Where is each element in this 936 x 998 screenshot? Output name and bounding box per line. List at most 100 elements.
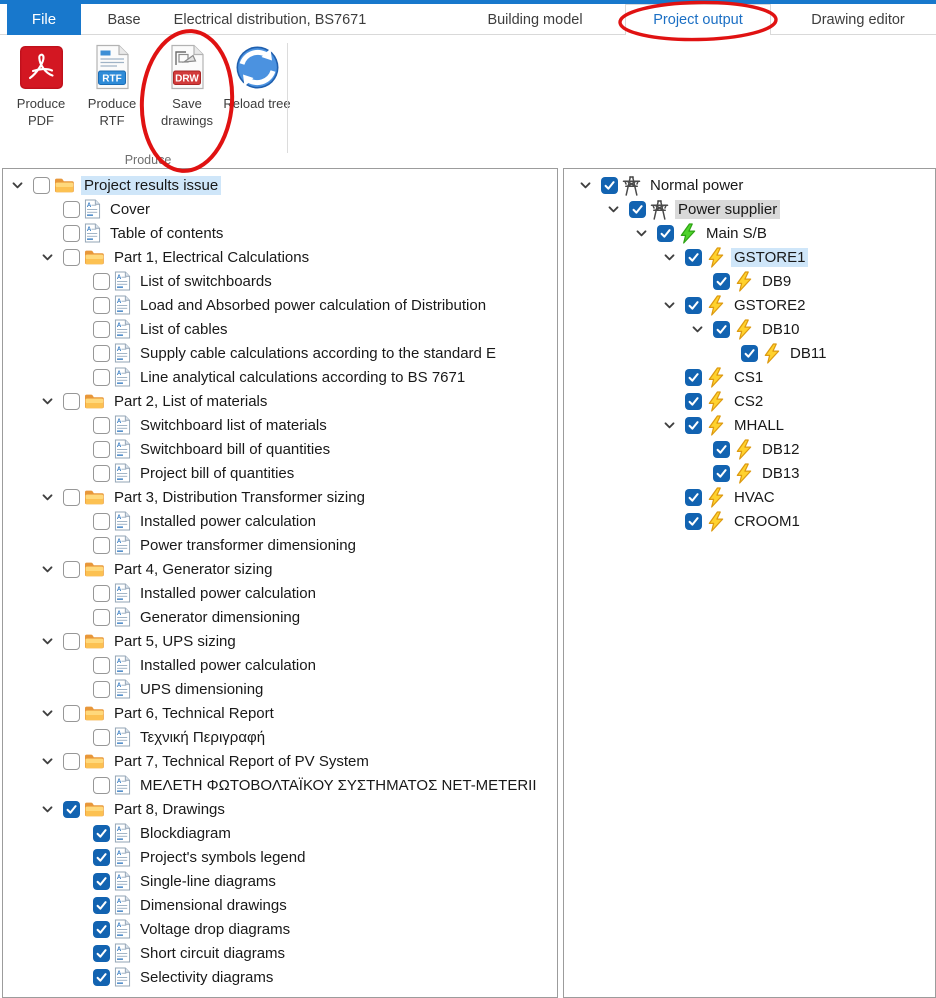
chevron-down-icon[interactable] [41, 635, 63, 648]
tree-item-label[interactable]: GSTORE2 [734, 296, 806, 314]
tree-item-label[interactable]: Power transformer dimensioning [140, 536, 356, 554]
tree-item-label[interactable]: Supply cable calculations according to t… [140, 344, 497, 362]
tree-item[interactable]: DB11 [564, 341, 935, 365]
tree-item[interactable]: Part 5, UPS sizing [3, 629, 557, 653]
reload-tree-button[interactable]: Reload tree [219, 41, 295, 113]
tree-item-label[interactable]: Installed power calculation [140, 512, 316, 530]
item-checkbox[interactable] [63, 200, 80, 218]
tree-item[interactable]: CS1 [564, 365, 935, 389]
tree-item-label[interactable]: ΜΕΛΕΤΗ ΦΩΤΟΒΟΛΤΑΪΚΟΥ ΣΥΣΤΗΜΑΤΟΣ NET-METE… [140, 776, 537, 794]
item-checkbox[interactable] [93, 296, 110, 314]
tree-item[interactable]: Project results issue [3, 173, 557, 197]
tab-file[interactable]: File [7, 4, 81, 35]
item-checkbox[interactable] [63, 224, 80, 242]
item-checkbox[interactable] [93, 728, 110, 746]
tree-item-label[interactable]: Cover [110, 200, 151, 218]
save-drawings-button[interactable]: DRW Save drawings [149, 41, 225, 130]
item-checkbox[interactable] [93, 272, 110, 290]
item-checkbox[interactable] [685, 488, 702, 506]
tree-item-label[interactable]: Selectivity diagrams [140, 968, 274, 986]
item-checkbox[interactable] [93, 680, 110, 698]
item-checkbox[interactable] [657, 224, 674, 242]
tree-item[interactable]: CROOM1 [564, 509, 935, 533]
item-checkbox[interactable] [685, 392, 702, 410]
tree-item[interactable]: DB9 [564, 269, 935, 293]
tree-item-label[interactable]: Τεχνική Περιγραφή [140, 728, 266, 746]
tree-item[interactable]: Part 3, Distribution Transformer sizing [3, 485, 557, 509]
tree-item[interactable]: Part 6, Technical Report [3, 701, 557, 725]
tree-item-label[interactable]: Generator dimensioning [140, 608, 301, 626]
tree-item-label[interactable]: Power supplier [675, 199, 781, 219]
tree-item-label[interactable]: DB9 [762, 272, 792, 290]
tree-item[interactable]: CS2 [564, 389, 935, 413]
tree-item-label[interactable]: Part 8, Drawings [114, 800, 225, 818]
tree-item-label[interactable]: Normal power [650, 176, 744, 194]
tree-item-label[interactable]: Part 3, Distribution Transformer sizing [114, 488, 365, 506]
tree-item[interactable]: DB13 [564, 461, 935, 485]
chevron-down-icon[interactable] [691, 323, 713, 336]
tree-item-label[interactable]: CS2 [734, 392, 764, 410]
chevron-down-icon[interactable] [11, 179, 33, 192]
tree-item-label[interactable]: Project results issue [81, 175, 222, 195]
tree-item-label[interactable]: HVAC [734, 488, 775, 506]
chevron-down-icon[interactable] [41, 395, 63, 408]
tree-item-label[interactable]: List of switchboards [140, 272, 272, 290]
tree-item-label[interactable]: Single-line diagrams [140, 872, 276, 890]
item-checkbox[interactable] [685, 368, 702, 386]
tree-item-label[interactable]: CS1 [734, 368, 764, 386]
item-checkbox[interactable] [93, 944, 110, 962]
tree-item-label[interactable]: Part 4, Generator sizing [114, 560, 273, 578]
tree-item-label[interactable]: Blockdiagram [140, 824, 231, 842]
tree-item-label[interactable]: List of cables [140, 320, 228, 338]
tree-item-label[interactable]: UPS dimensioning [140, 680, 264, 698]
item-checkbox[interactable] [93, 848, 110, 866]
tree-item[interactable]: Part 1, Electrical Calculations [3, 245, 557, 269]
item-checkbox[interactable] [93, 344, 110, 362]
chevron-down-icon[interactable] [41, 251, 63, 264]
tree-item[interactable]: HVAC [564, 485, 935, 509]
tree-item-label[interactable]: CROOM1 [734, 512, 800, 530]
produce-pdf-button[interactable]: Produce PDF [3, 41, 79, 130]
item-checkbox[interactable] [93, 320, 110, 338]
item-checkbox[interactable] [685, 296, 702, 314]
tree-item-label[interactable]: Part 1, Electrical Calculations [114, 248, 310, 266]
tree-item[interactable]: DB12 [564, 437, 935, 461]
tree-item-label[interactable]: Part 7, Technical Report of PV System [114, 752, 369, 770]
item-checkbox[interactable] [93, 440, 110, 458]
item-checkbox[interactable] [713, 272, 730, 290]
tree-item-label[interactable]: Load and Absorbed power calculation of D… [140, 296, 487, 314]
item-checkbox[interactable] [63, 752, 80, 770]
tree-item-label[interactable]: Installed power calculation [140, 584, 316, 602]
item-checkbox[interactable] [93, 920, 110, 938]
tree-item-label[interactable]: Switchboard list of materials [140, 416, 327, 434]
tree-item-label[interactable]: Voltage drop diagrams [140, 920, 291, 938]
chevron-down-icon[interactable] [607, 203, 629, 216]
tab-drawing-editor[interactable]: Drawing editor [811, 11, 905, 28]
chevron-down-icon[interactable] [41, 803, 63, 816]
tree-item-label[interactable]: Project bill of quantities [140, 464, 295, 482]
tree-item-label[interactable]: Part 5, UPS sizing [114, 632, 236, 650]
chevron-down-icon[interactable] [663, 299, 685, 312]
item-checkbox[interactable] [93, 896, 110, 914]
item-checkbox[interactable] [685, 248, 702, 266]
tree-item[interactable]: Main S/B [564, 221, 935, 245]
chevron-down-icon[interactable] [41, 491, 63, 504]
tab-base[interactable]: Base [107, 11, 141, 28]
tree-item-label[interactable]: Installed power calculation [140, 656, 316, 674]
item-checkbox[interactable] [93, 536, 110, 554]
